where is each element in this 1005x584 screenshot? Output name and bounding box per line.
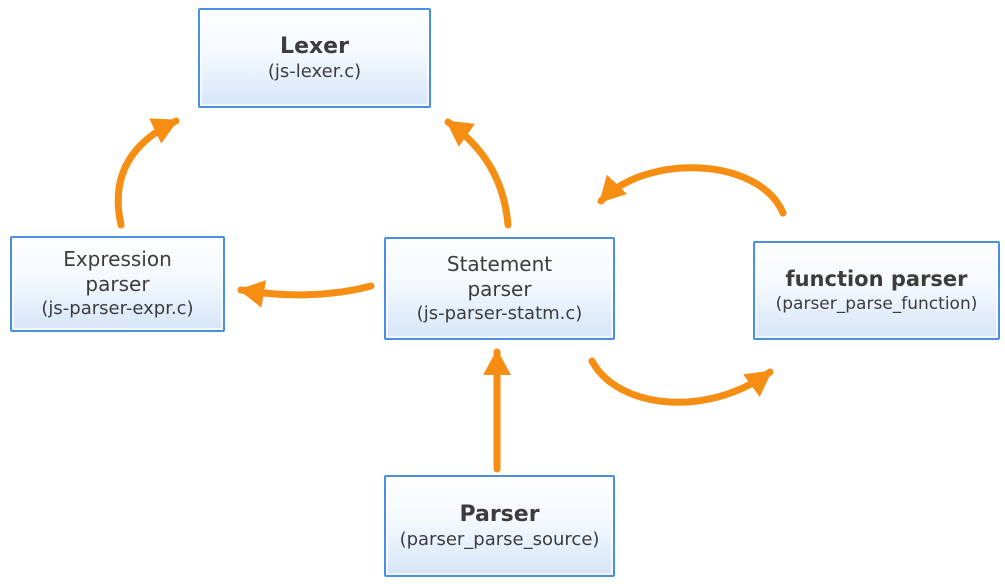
node-parser-subtitle: (parser_parse_source) <box>399 529 600 551</box>
arrow-function-to-statement <box>597 164 787 217</box>
arrow-statement-to-expression <box>237 280 375 308</box>
node-statement-parser: Statement parser (js-parser-statm.c) <box>384 237 615 340</box>
node-parser: Parser (parser_parse_source) <box>384 475 615 577</box>
arrow-statement-to-function <box>588 357 774 406</box>
node-lexer: Lexer (js-lexer.c) <box>198 8 431 108</box>
node-function-parser-title: function parser <box>785 267 968 292</box>
node-lexer-title: Lexer <box>280 33 349 59</box>
node-parser-title: Parser <box>459 501 540 527</box>
node-lexer-subtitle: (js-lexer.c) <box>267 61 362 83</box>
node-statement-parser-subtitle: (js-parser-statm.c) <box>416 302 583 324</box>
node-function-parser: function parser (parser_parse_function) <box>753 241 1000 340</box>
arrow-statement-to-lexer <box>444 118 512 229</box>
node-function-parser-subtitle: (parser_parse_function) <box>775 293 978 314</box>
node-expression-parser-subtitle: (js-parser-expr.c) <box>41 298 194 320</box>
node-expression-parser: Expression parser (js-parser-expr.c) <box>10 236 225 332</box>
node-expression-parser-title: Expression parser <box>63 247 172 297</box>
arrow-expression-to-lexer <box>114 117 180 229</box>
node-statement-parser-title: Statement parser <box>446 251 553 301</box>
